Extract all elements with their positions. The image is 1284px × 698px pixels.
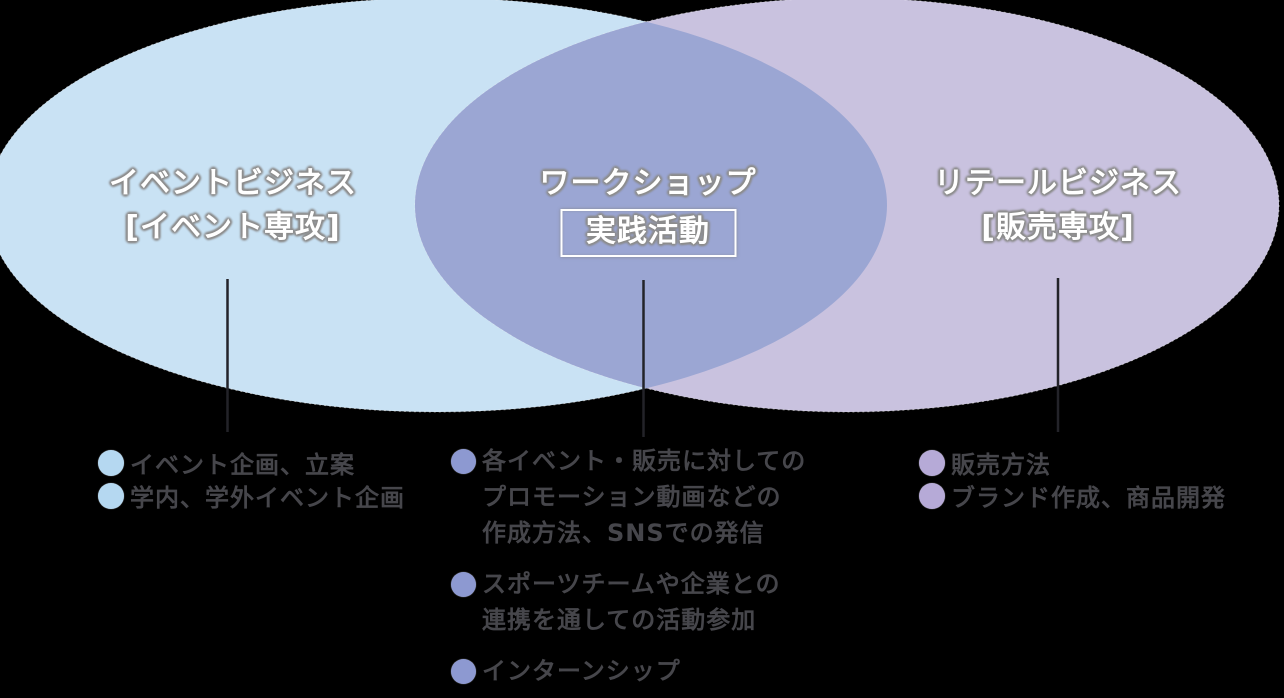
bullet-icon bbox=[451, 449, 476, 474]
bullet-icon bbox=[451, 659, 476, 684]
list-item-text: イベント企画、立案 bbox=[130, 451, 355, 479]
overlap-label: ワークショップ 実践活動 bbox=[540, 162, 757, 257]
overlap-region bbox=[415, 0, 887, 412]
bullet-icon bbox=[451, 572, 476, 597]
right-list: 販売方法 ブランド作成、商品開発 bbox=[919, 446, 1226, 512]
left-circle-subtitle: [イベント専攻] bbox=[125, 210, 341, 245]
right-circle-title: リテールビジネス bbox=[934, 166, 1182, 201]
overlap-title: ワークショップ bbox=[539, 166, 757, 201]
list-item-text: 販売方法 bbox=[951, 451, 1051, 479]
list-item-text: スポーツチームや企業との 連携を通しての活動参加 bbox=[482, 570, 781, 634]
list-item: 販売方法 bbox=[919, 446, 1226, 479]
list-item: スポーツチームや企業との 連携を通しての活動参加 bbox=[451, 566, 806, 638]
list-item-text: 各イベント・販売に対しての プロモーション動画などの 作成方法、SNSでの発信 bbox=[482, 447, 807, 547]
left-circle-title: イベントビジネス bbox=[109, 166, 357, 201]
list-item-text: ブランド作成、商品開発 bbox=[951, 484, 1226, 512]
left-list: イベント企画、立案 学内、学外イベント企画 bbox=[98, 446, 405, 512]
overlap-badge: 実践活動 bbox=[560, 209, 736, 257]
list-item: インターンシップ bbox=[451, 653, 806, 689]
list-item: イベント企画、立案 bbox=[98, 446, 405, 479]
list-item: 学内、学外イベント企画 bbox=[98, 479, 405, 512]
list-item-text: 学内、学外イベント企画 bbox=[130, 484, 405, 512]
list-item: 各イベント・販売に対しての プロモーション動画などの 作成方法、SNSでの発信 bbox=[451, 443, 806, 551]
left-circle-label: イベントビジネス [イベント専攻] bbox=[109, 162, 357, 250]
bullet-icon bbox=[919, 482, 945, 509]
bullet-icon bbox=[98, 449, 124, 476]
bullet-icon bbox=[98, 482, 124, 509]
right-circle-subtitle: [販売専攻] bbox=[981, 210, 1135, 245]
right-circle-label: リテールビジネス [販売専攻] bbox=[934, 162, 1182, 250]
list-item: ブランド作成、商品開発 bbox=[919, 479, 1226, 512]
center-list: 各イベント・販売に対しての プロモーション動画などの 作成方法、SNSでの発信 … bbox=[451, 443, 806, 698]
list-item-text: インターンシップ bbox=[482, 657, 681, 685]
bullet-icon bbox=[919, 449, 945, 476]
